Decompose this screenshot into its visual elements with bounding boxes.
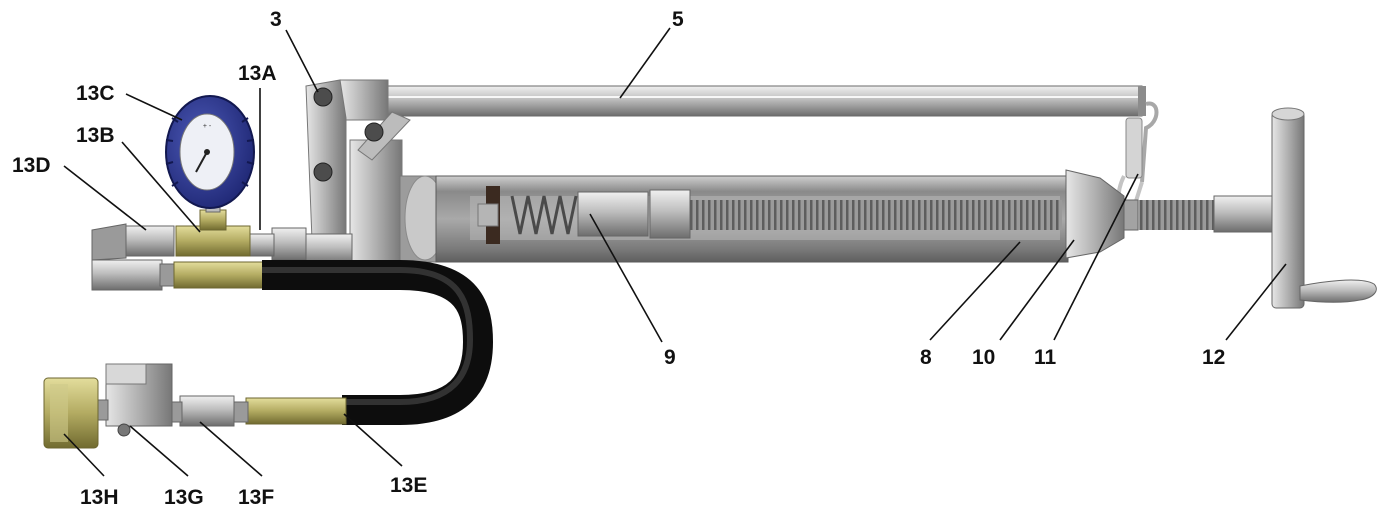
- hose: [262, 260, 494, 425]
- callout-13f: 13F: [238, 486, 274, 509]
- callout-3: 3: [270, 8, 282, 31]
- callout-8: 8: [920, 346, 932, 369]
- callout-13g: 13G: [164, 486, 204, 509]
- callout-11: 11: [1034, 346, 1057, 369]
- leader-lines: [63, 27, 1287, 477]
- pump-cylinder: [435, 175, 1069, 263]
- pump-head: [305, 79, 446, 269]
- callout-13h: 13H: [80, 486, 119, 509]
- handle-bar: [379, 85, 1146, 117]
- pressure-gauge: + -: [165, 95, 255, 209]
- gauge-dial-text: + -: [203, 123, 212, 130]
- t-handle: [1138, 107, 1377, 309]
- callout-13b: 13B: [76, 124, 115, 147]
- callout-13a: 13A: [238, 62, 277, 85]
- callout-13e: 13E: [390, 474, 427, 497]
- callout-labels: 3 5 13A 13C 13B 13D 9 8 10 11 12 13E 13F…: [12, 8, 1225, 509]
- callout-12: 12: [1202, 346, 1225, 369]
- callout-5: 5: [672, 8, 684, 31]
- outlet-fittings: [91, 197, 353, 291]
- callout-13c: 13C: [76, 82, 115, 105]
- callout-13d: 13D: [12, 154, 51, 177]
- coupler-assembly: [43, 363, 347, 449]
- callout-10: 10: [972, 346, 995, 369]
- callout-9: 9: [664, 346, 676, 369]
- end-cap: [1065, 169, 1139, 259]
